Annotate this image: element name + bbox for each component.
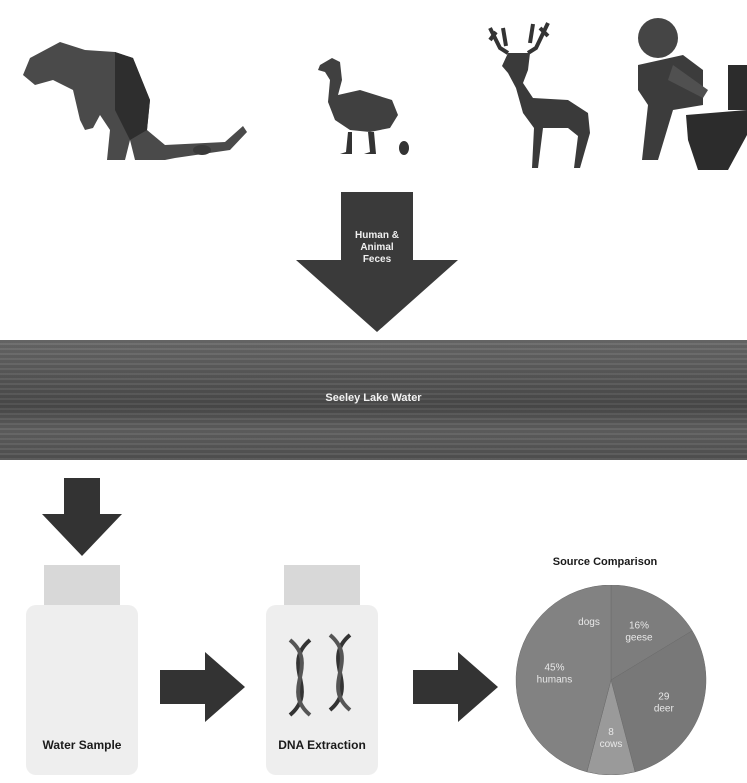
arrow-text-line2: Animal	[336, 242, 418, 254]
pie-value-cows: 8	[608, 727, 614, 738]
dna-extraction-label: DNA Extraction	[258, 738, 386, 752]
human-toilet-icon	[628, 10, 747, 170]
pie-label-humans: humans	[537, 675, 573, 686]
dog-icon	[15, 30, 255, 165]
arrow-text-line3: Feces	[336, 254, 418, 266]
pie-label-cows: cows	[600, 739, 623, 750]
pie-label-dogs: dogs	[578, 617, 600, 628]
deer-icon	[478, 18, 598, 173]
sample-down-arrow	[42, 478, 122, 556]
arrow-text-line1: Human &	[336, 230, 418, 242]
dna-icon	[280, 630, 370, 720]
pie-value-humans: 45%	[544, 663, 564, 674]
pie-label-deer: deer	[654, 703, 675, 714]
chart-title: Source Comparison	[505, 556, 705, 568]
source-pie-chart: 16%geese 29deer 8cows 45%humans dogs	[505, 585, 717, 775]
pie-label-geese: geese	[625, 632, 653, 643]
to-pie-arrow	[413, 652, 498, 722]
lake-water-band: Seeley Lake Water	[0, 340, 747, 460]
to-dna-arrow	[160, 652, 245, 722]
water-label: Seeley Lake Water	[0, 392, 747, 404]
feces-arrow-label: Human & Animal Feces	[336, 230, 418, 266]
pie-value-geese: 16%	[629, 620, 649, 631]
pie-value-deer: 29	[658, 691, 670, 702]
water-sample-label: Water Sample	[22, 738, 142, 752]
goose-icon	[300, 40, 420, 160]
